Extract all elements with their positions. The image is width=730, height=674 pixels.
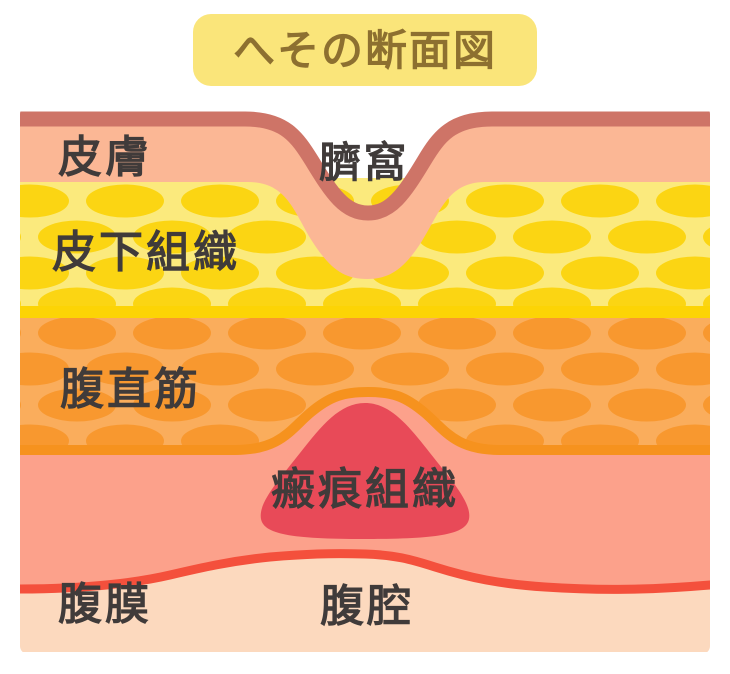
oval-shape <box>20 184 69 218</box>
oval-shape <box>38 287 116 308</box>
page-title: へその断面図 <box>233 26 497 75</box>
oval-shape <box>513 318 591 350</box>
skin-layer <box>20 119 710 279</box>
oval-shape <box>181 184 259 218</box>
oval-shape <box>561 184 639 218</box>
oval-shape <box>608 318 686 350</box>
fat-cell-ovals <box>20 184 710 308</box>
oval-shape <box>228 220 306 254</box>
oval-shape <box>608 220 686 254</box>
oval-shape <box>20 352 69 386</box>
oval-shape <box>466 184 544 218</box>
label-rectus-abdominis: 腹直筋 <box>60 364 201 415</box>
oval-shape <box>513 287 591 308</box>
oval-shape <box>466 256 544 290</box>
oval-shape <box>276 352 354 386</box>
oval-shape <box>656 256 710 290</box>
oval-shape <box>418 287 496 308</box>
oval-shape <box>323 287 401 308</box>
label-abdominal-cavity: 腹腔 <box>320 581 414 632</box>
label-peritoneum: 腹膜 <box>58 579 152 630</box>
peritoneum-line <box>20 549 710 594</box>
oval-shape <box>228 388 306 422</box>
oval-shape <box>20 388 21 422</box>
oval-shape <box>20 220 21 254</box>
oval-shape <box>38 388 116 422</box>
oval-shape <box>561 256 639 290</box>
oval-shape <box>608 287 686 308</box>
label-skin: 皮膚 <box>58 132 152 183</box>
oval-shape <box>418 388 496 422</box>
oval-shape <box>228 318 306 350</box>
labels: 皮膚 臍窩 皮下組織 腹直筋 瘢痕組織 腹膜 腹腔 <box>52 132 459 632</box>
oval-shape <box>133 388 211 422</box>
scar-tissue-blob <box>260 403 470 539</box>
oval-shape <box>181 352 259 386</box>
rectus-bottom-line <box>20 386 710 455</box>
skin-surface-border <box>20 111 710 221</box>
oval-shape <box>513 220 591 254</box>
oval-shape <box>181 256 259 290</box>
oval-shape <box>86 256 164 290</box>
oval-shape <box>20 318 21 350</box>
oval-shape <box>20 287 21 308</box>
oval-shape <box>20 256 69 290</box>
oval-shape <box>38 220 116 254</box>
oval-shape <box>86 352 164 386</box>
oval-shape <box>228 287 306 308</box>
oval-shape <box>86 184 164 218</box>
label-scar-tissue: 瘢痕組織 <box>271 464 459 515</box>
oval-shape <box>418 318 496 350</box>
subcutaneous-bottom-line <box>20 306 710 318</box>
title-box <box>193 14 537 86</box>
oval-shape <box>133 318 211 350</box>
oval-shape <box>656 184 710 218</box>
oval-shape <box>656 352 710 386</box>
oval-shape <box>608 388 686 422</box>
oval-shape <box>371 352 449 386</box>
oval-shape <box>561 352 639 386</box>
oval-shape <box>466 352 544 386</box>
oval-shape <box>323 318 401 350</box>
label-subcutaneous-tissue: 皮下組織 <box>52 227 240 278</box>
oval-shape <box>133 220 211 254</box>
oval-shape <box>418 220 496 254</box>
oval-shape <box>38 318 116 350</box>
oval-shape <box>133 287 211 308</box>
layer-stack <box>20 111 710 652</box>
oval-shape <box>513 388 591 422</box>
label-navel-pit: 臍窩 <box>319 138 409 187</box>
